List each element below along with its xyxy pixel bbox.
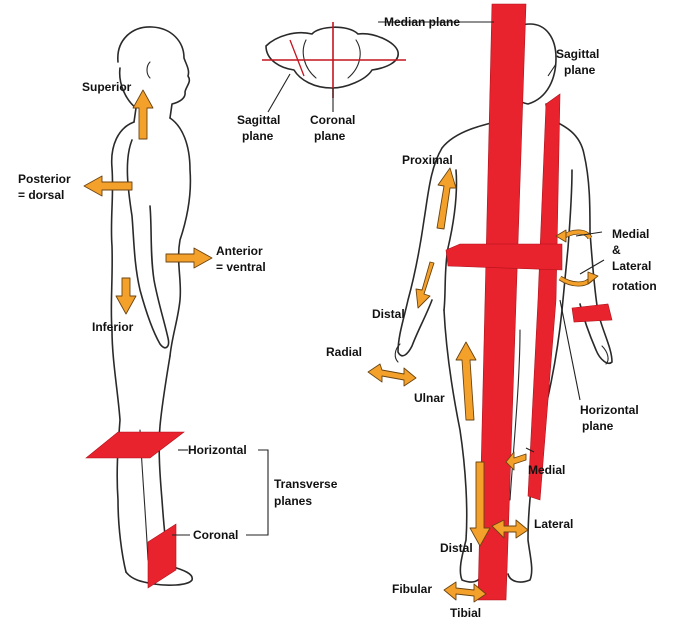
lateral-arrow — [491, 519, 529, 539]
superior-label: Superior — [82, 80, 132, 94]
coronal-label-left: Coronal — [193, 528, 238, 542]
posterior-arrow — [83, 175, 133, 197]
dorsal-label: = dorsal — [18, 188, 64, 202]
horizontal-plane-right — [445, 243, 563, 271]
ampersand-label: & — [612, 243, 621, 257]
radial-label: Radial — [326, 345, 362, 359]
fibular-tibial-arrow — [443, 581, 487, 603]
side-view-figure: Superior Posterior = dorsal Anterior = v… — [18, 26, 338, 589]
horizontal-label-left: Horizontal — [188, 443, 247, 457]
distal-label-lower: Distal — [440, 541, 473, 555]
anterior-label: Anterior — [216, 244, 263, 258]
distal-label-upper: Distal — [372, 307, 405, 321]
wrist-plane — [571, 303, 613, 323]
front-view-figure: Median plane Sagittal plane Proximal Med… — [326, 3, 657, 620]
ventral-label: = ventral — [216, 260, 266, 274]
proximal-arrow — [436, 167, 457, 230]
medial-rotation-label: Medial — [612, 227, 649, 241]
sagittal-plane-label-top: plane — [242, 129, 274, 143]
radial-ulnar-arrow — [367, 363, 417, 387]
sagittal-plane-right — [527, 93, 561, 501]
posterior-label: Posterior — [18, 172, 71, 186]
proximal-label: Proximal — [402, 153, 453, 167]
ulnar-label: Ulnar — [414, 391, 445, 405]
leg-distal-arrow — [469, 461, 491, 547]
anterior-arrow — [165, 247, 213, 269]
inferior-arrow — [115, 277, 137, 315]
horizontal-label-right: Horizontal — [580, 403, 639, 417]
sagittal-plane-label-right: plane — [564, 63, 596, 77]
tibial-label: Tibial — [450, 606, 481, 620]
fibular-label: Fibular — [392, 582, 432, 596]
median-plane — [477, 3, 527, 601]
coronal-plane-label-top: plane — [314, 129, 346, 143]
superior-arrow — [132, 89, 154, 140]
planes-label: planes — [274, 494, 312, 508]
medial-arrow — [505, 451, 527, 471]
coronal-label-top: Coronal — [310, 113, 355, 127]
lateral-label: Lateral — [534, 517, 573, 531]
horizontal-plane-left — [85, 431, 185, 459]
median-plane-label: Median plane — [384, 15, 460, 29]
leg-proximal-arrow — [455, 341, 477, 421]
lateral-rotation-label: Lateral — [612, 259, 651, 273]
transverse-label: Transverse — [274, 477, 338, 491]
distal-arrow-upper — [415, 261, 435, 309]
horizontal-plane-label-right: plane — [582, 419, 614, 433]
rotation-label: rotation — [612, 279, 657, 293]
medial-label: Medial — [528, 463, 565, 477]
head-top-view: Sagittal plane Coronal plane — [237, 22, 406, 143]
sagittal-label-top: Sagittal — [237, 113, 280, 127]
inferior-label: Inferior — [92, 320, 134, 334]
coronal-plane-left — [147, 523, 177, 589]
sagittal-label-right: Sagittal — [556, 47, 599, 61]
